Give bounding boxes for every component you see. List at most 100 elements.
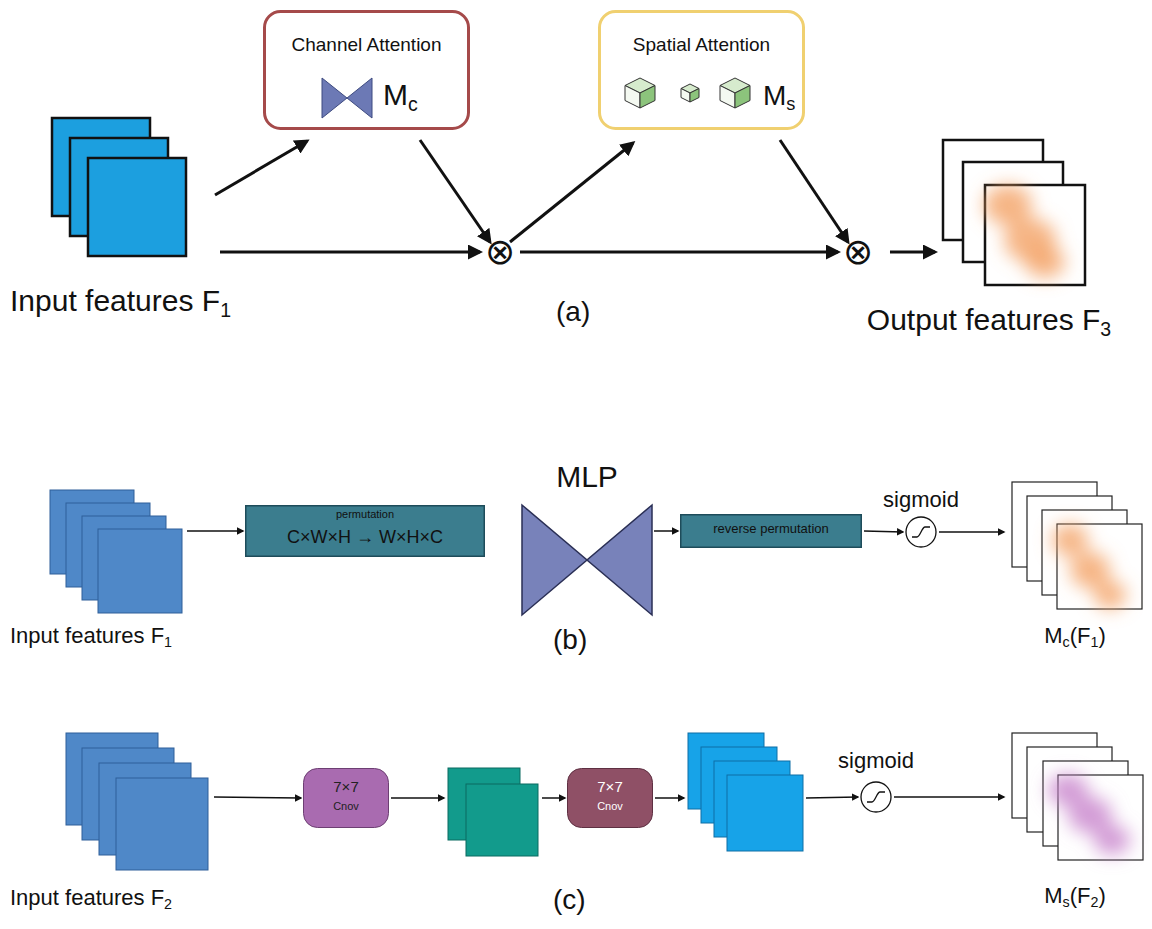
text-row: Spatial Attention xyxy=(633,34,770,56)
text-row: sigmoid xyxy=(838,748,914,773)
arrow-connector xyxy=(939,531,1004,533)
subscript: s xyxy=(1063,894,1070,910)
subscript: 2 xyxy=(164,896,172,912)
node-shape xyxy=(303,768,389,828)
text-row: Mc(F1) xyxy=(1044,623,1106,651)
subscript: 1 xyxy=(1090,634,1098,650)
text-row: Input features F1 xyxy=(10,623,172,651)
box-outline xyxy=(265,12,469,129)
node-text: (F xyxy=(1070,883,1091,908)
arrow-connector xyxy=(542,797,565,799)
node-text: Cnov xyxy=(597,800,623,812)
box-outline xyxy=(246,506,485,557)
panel-label: (b) xyxy=(553,624,587,656)
feature-map xyxy=(88,158,186,256)
node-text: ) xyxy=(1098,623,1105,648)
node-text: Cnov xyxy=(333,800,359,812)
arrow-connector xyxy=(864,531,903,532)
node-text: M xyxy=(1044,883,1062,908)
feature-stack xyxy=(446,766,542,860)
node-text: M xyxy=(1044,623,1062,648)
node-text: Spatial Attention xyxy=(633,34,770,55)
sigmoid-node: sigmoid xyxy=(835,748,917,814)
arrow-connector xyxy=(655,797,684,799)
text-row: C×W×H → W×H×C xyxy=(287,527,443,548)
attention-blob xyxy=(984,185,1065,278)
node-text: ) xyxy=(1098,883,1105,908)
cube-icon xyxy=(625,86,640,109)
text-row: Ms xyxy=(763,80,795,115)
attention-blob xyxy=(1052,524,1088,556)
arrow-connector xyxy=(520,251,838,254)
bowtie-half xyxy=(347,78,372,118)
multiply-symbol: ⊗ xyxy=(482,232,518,272)
text-row: MLP xyxy=(556,460,618,495)
mlp-bowtie: MLP xyxy=(518,456,656,618)
node-text: Output features F xyxy=(867,303,1100,336)
text-row: Cnov xyxy=(333,800,359,813)
arrow-connector xyxy=(214,797,301,798)
node-text: C×W×H → W×H×C xyxy=(287,527,443,547)
cube-icon xyxy=(720,86,735,109)
node-text: ⊗ xyxy=(843,231,873,272)
feature-stack xyxy=(686,731,804,853)
node-shape xyxy=(598,10,805,130)
node-text: Input features F xyxy=(10,284,220,317)
feature-stack: Input features F2 xyxy=(8,728,240,923)
arrow-connector xyxy=(894,796,1004,798)
node-text: (F xyxy=(1070,623,1091,648)
feature-map xyxy=(985,185,1085,285)
arrow-connector xyxy=(780,140,848,242)
text-row: sigmoid xyxy=(883,487,959,512)
subscript: 3 xyxy=(1100,318,1111,340)
sigmoid-node: sigmoid xyxy=(880,487,962,549)
arrow-connector xyxy=(215,141,307,195)
text-row: 7×7 xyxy=(597,778,622,795)
box-outline xyxy=(568,769,653,828)
subscript: c xyxy=(408,93,418,115)
conv-box: 7×7Cnov xyxy=(303,768,389,828)
text-row: Cnov xyxy=(597,800,623,813)
node-shape xyxy=(263,10,470,130)
text-row: Ms(F2) xyxy=(1044,883,1106,911)
subscript: c xyxy=(1063,634,1070,650)
attention-blob xyxy=(1094,581,1126,609)
attention-blob xyxy=(1025,246,1065,278)
node-text: MLP xyxy=(556,460,618,493)
arrow-connector xyxy=(654,530,678,532)
subscript: s xyxy=(786,94,795,114)
attention-box: Channel AttentionMc xyxy=(263,10,470,130)
sigmoid-curve xyxy=(912,527,930,537)
permutation-box: permutationC×W×H → W×H×C xyxy=(245,505,485,557)
node-text: sigmoid xyxy=(838,748,914,773)
text-row: Output features F3 xyxy=(867,303,1111,340)
arrow-connector xyxy=(510,143,633,242)
conv-box: 7×7Cnov xyxy=(567,768,653,828)
node-text: Input features F xyxy=(10,885,164,910)
node-shape xyxy=(567,768,653,828)
arrow-connector xyxy=(806,797,858,798)
arrow-connector xyxy=(890,251,935,254)
box-outline xyxy=(681,515,862,548)
permutation-box: reverse permutation xyxy=(680,514,862,548)
panel-label: (a) xyxy=(556,296,590,328)
text-row: Channel Attention xyxy=(291,34,441,56)
feature-stack: Output features F3 xyxy=(828,135,1150,355)
feature-map xyxy=(727,775,803,851)
panel-label: (c) xyxy=(553,884,586,916)
node-text: M xyxy=(383,78,408,111)
node-text: Channel Attention xyxy=(291,34,441,55)
arrow-connector xyxy=(420,140,490,242)
feature-stack: Input features F1 xyxy=(8,112,278,330)
feature-map xyxy=(98,529,182,613)
text-row: 7×7 xyxy=(333,778,358,795)
text-row: reverse permutation xyxy=(713,522,829,537)
feature-stack: Ms(F2) xyxy=(1000,728,1150,923)
text-row: ⊗ xyxy=(843,232,873,272)
attention-box: Spatial AttentionMs xyxy=(598,10,805,130)
text-row: Input features F2 xyxy=(10,885,172,913)
cube-icon xyxy=(640,86,655,109)
node-text: 7×7 xyxy=(597,778,622,795)
attention-blob xyxy=(1052,524,1126,609)
feature-map xyxy=(116,778,208,870)
